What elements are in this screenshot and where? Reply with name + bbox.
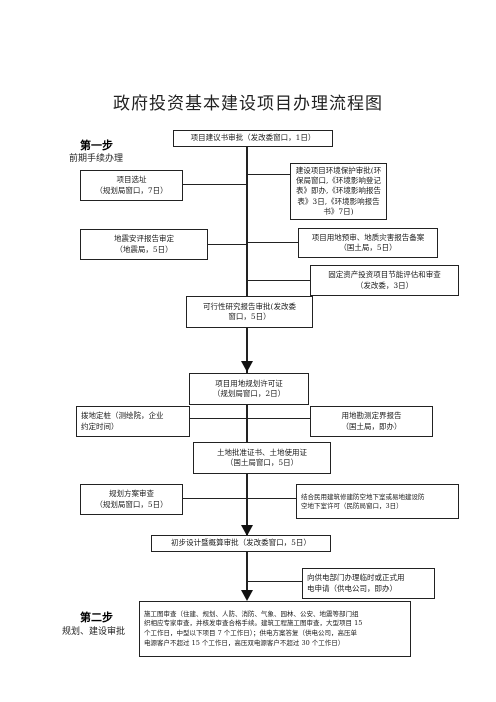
connector-b5 bbox=[248, 242, 298, 243]
arrowhead-2 bbox=[241, 525, 253, 536]
box-land-staking: 拨地定桩（测绘院，企业 约定时间） bbox=[76, 406, 190, 437]
box-feasibility-study: 可行性研究报告审批(发改委 窗口，5日） bbox=[186, 296, 313, 328]
box-preliminary-design-approval: 初步设计暨概算审批（发改委窗口，5日） bbox=[151, 535, 331, 552]
box-site-selection: 项目选址 （规划局窗口，7日） bbox=[80, 170, 183, 201]
box-civil-air-defense-permit: 结合民用建筑修建防空地下室或易地建设防 空地下室许可（民防局窗口，3日） bbox=[296, 484, 459, 519]
box-energy-assessment: 固定资产投资项目节能评估和审查 （发改委，3日） bbox=[310, 265, 459, 296]
arrowhead-1 bbox=[241, 361, 253, 372]
connector-b15 bbox=[248, 581, 302, 582]
connector-b3 bbox=[248, 174, 290, 175]
connector-b9 bbox=[190, 418, 246, 419]
step2-label: 第二步 bbox=[80, 611, 113, 624]
connector-b2 bbox=[183, 184, 246, 185]
box-planning-scheme-review: 规划方案审查 （规划局窗口，5日） bbox=[80, 484, 183, 515]
page-title: 政府投资基本建设项目办理流程图 bbox=[113, 94, 383, 114]
connector-b10 bbox=[248, 418, 310, 419]
box-seismic-review: 地震安评报告审定 （地震局，5日） bbox=[80, 229, 208, 260]
connector-b4 bbox=[208, 244, 246, 245]
step2-subtitle: 规划、建设审批 bbox=[62, 627, 126, 637]
box-land-planning-permit: 项目用地规划许可证 （规划局窗口，2日） bbox=[189, 373, 309, 405]
box-land-pre-review: 项目用地预审、地质灾害报告备案 （国土局，5日） bbox=[298, 228, 438, 258]
box-land-certificate: 土地批准证书、土地使用证 （国土局窗口，5日） bbox=[193, 442, 331, 474]
connector-b6 bbox=[248, 280, 310, 281]
arrowhead-3 bbox=[241, 590, 253, 601]
box-power-application: 向供电部门办理临时或正式用 电申请（供电公司，即办） bbox=[302, 568, 435, 599]
step1-subtitle: 前期手续办理 bbox=[69, 154, 124, 164]
step1-label: 第一步 bbox=[80, 139, 113, 152]
box-land-survey-report: 用地勘测定界报告 （国土局，即办） bbox=[310, 406, 433, 437]
connector-b13 bbox=[248, 498, 296, 499]
box-construction-drawing-review: 施工图审查（住建、规划、人防、消防、气象、园林、公安、地震等部门组 织相应专家审… bbox=[139, 601, 411, 657]
box-environment-approval: 建设项目环境保护审批(环 保局窗口,《环境影响登记 表》即办,《环境影响报告 表… bbox=[290, 163, 387, 220]
connector-b12 bbox=[183, 498, 246, 499]
box-project-proposal: 项目建议书审批（发改委窗口，1日） bbox=[173, 130, 333, 147]
